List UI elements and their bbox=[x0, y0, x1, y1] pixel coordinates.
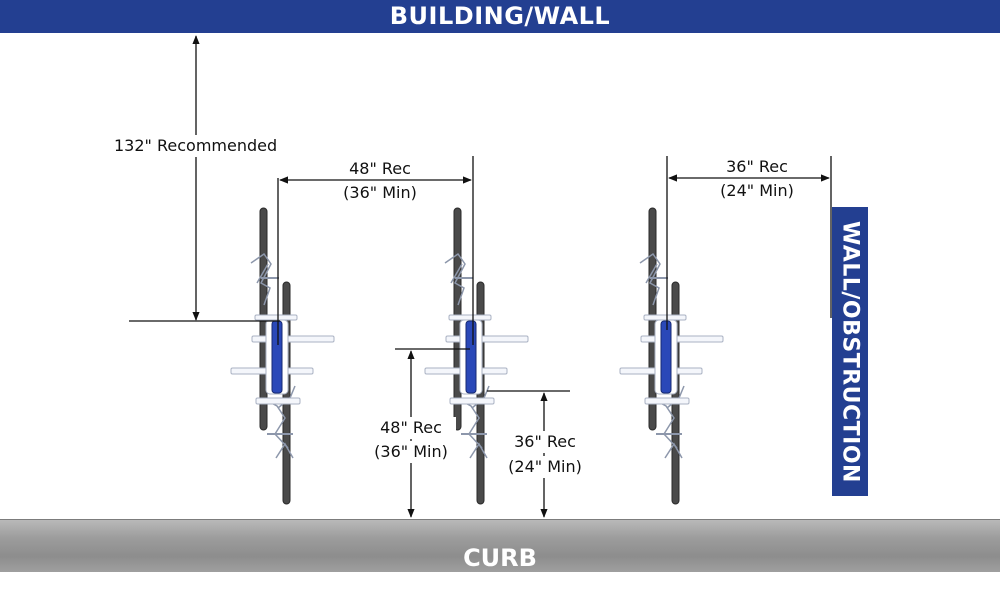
recommended-distance-label: 132" Recommended bbox=[112, 135, 280, 157]
rack-unit-1 bbox=[230, 207, 335, 505]
bike-rack-diagram bbox=[129, 35, 832, 518]
rack-unit-3 bbox=[619, 207, 724, 505]
rack-spacing-min-label: (36" Min) bbox=[343, 183, 417, 202]
bike-curb-clearance-min-label: (24" Min) bbox=[490, 456, 600, 478]
curb-clearance-rec-label: 48" Rec bbox=[366, 417, 456, 439]
curb-banner: CURB bbox=[0, 519, 1000, 572]
rack-spacing-rec-label: 48" Rec bbox=[349, 159, 411, 178]
end-clearance-rec-label: 36" Rec bbox=[726, 157, 788, 176]
building-wall-banner: BUILDING/WALL bbox=[0, 0, 1000, 33]
end-clearance-min-label: (24" Min) bbox=[720, 181, 794, 200]
bike-curb-clearance-rec-label: 36" Rec bbox=[500, 431, 590, 453]
curb-clearance-min-label: (36" Min) bbox=[356, 441, 466, 463]
wall-obstruction-banner: WALL/OBSTRUCTION bbox=[832, 207, 868, 496]
dimension-lines bbox=[129, 35, 832, 518]
